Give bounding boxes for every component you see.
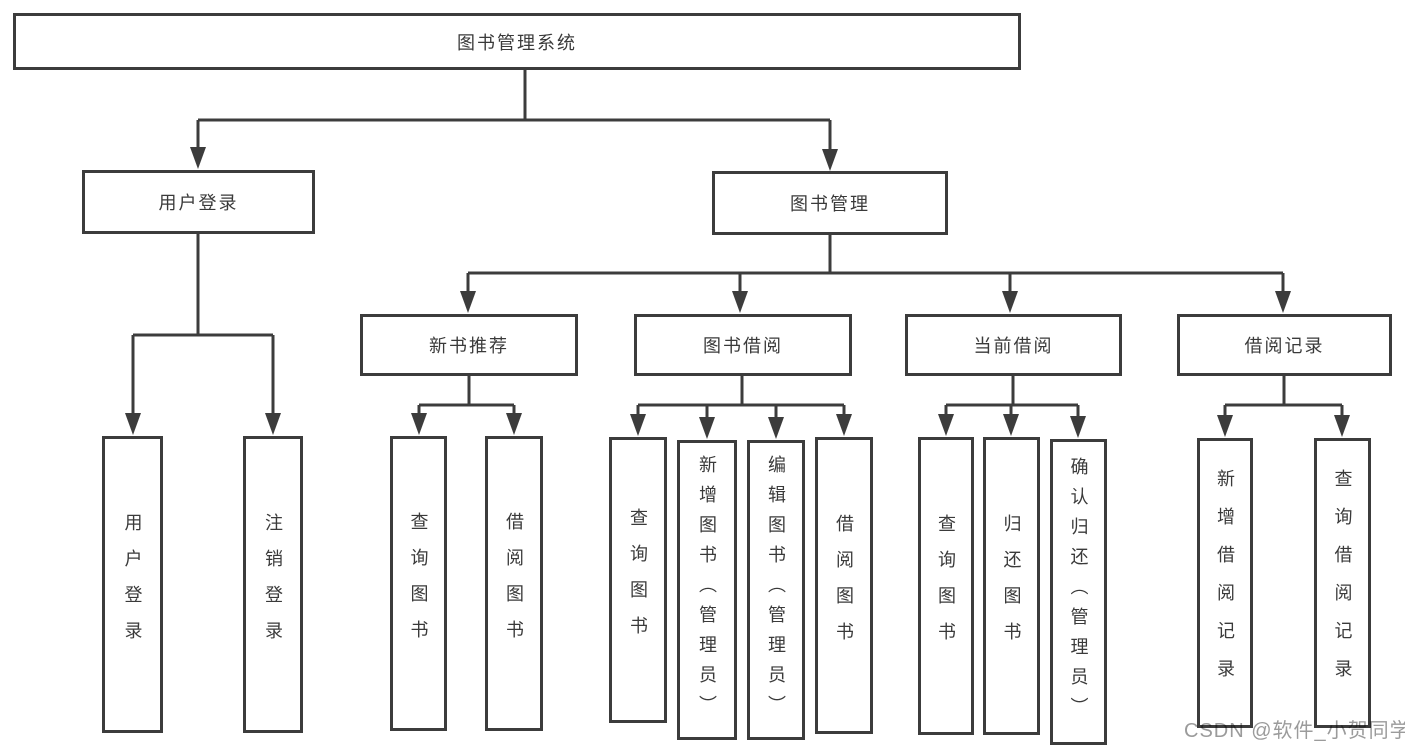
leaf-bb-query-books: 查询图书 bbox=[609, 437, 667, 723]
node-book-management: 图书管理 bbox=[712, 171, 948, 235]
node-current-borrow: 当前借阅 bbox=[905, 314, 1122, 376]
node-current-borrow-label: 当前借阅 bbox=[973, 336, 1054, 356]
leaf-nb-query-books-label: 查询图书 bbox=[408, 511, 429, 656]
node-book-borrow: 图书借阅 bbox=[634, 314, 852, 376]
leaf-bb-edit-books-label: 编辑图书（管理员） bbox=[766, 455, 786, 725]
node-user-login-label: 用户登录 bbox=[158, 193, 239, 213]
node-new-book-recommend: 新书推荐 bbox=[360, 314, 578, 376]
leaf-br-add-record: 新增借阅记录 bbox=[1197, 438, 1253, 728]
leaf-br-query-record: 查询借阅记录 bbox=[1314, 438, 1371, 728]
leaf-cb-confirm-return-label: 确认归还（管理员） bbox=[1068, 457, 1089, 727]
leaf-cb-confirm-return: 确认归还（管理员） bbox=[1050, 439, 1107, 745]
leaf-nb-query-books: 查询图书 bbox=[390, 436, 447, 731]
leaf-bb-borrow-books: 借阅图书 bbox=[815, 437, 873, 734]
node-book-management-label: 图书管理 bbox=[790, 194, 870, 214]
leaf-user-login: 用户登录 bbox=[102, 436, 163, 733]
leaf-logout: 注销登录 bbox=[243, 436, 303, 733]
leaf-bb-edit-books: 编辑图书（管理员） bbox=[747, 440, 805, 740]
arrowheads bbox=[125, 147, 1350, 439]
node-root-label: 图书管理系统 bbox=[457, 32, 577, 53]
leaf-bb-add-books: 新增图书（管理员） bbox=[677, 440, 737, 740]
node-user-login: 用户登录 bbox=[82, 170, 315, 234]
leaf-cb-return-books-label: 归还图书 bbox=[1001, 514, 1022, 658]
leaf-cb-query-books: 查询图书 bbox=[918, 437, 974, 735]
leaf-user-login-label: 用户登录 bbox=[122, 512, 143, 657]
leaf-nb-borrow-books: 借阅图书 bbox=[485, 436, 543, 731]
node-root: 图书管理系统 bbox=[13, 13, 1021, 70]
leaf-nb-borrow-books-label: 借阅图书 bbox=[504, 511, 524, 656]
leaf-br-query-record-label: 查询借阅记录 bbox=[1332, 469, 1353, 697]
watermark-text: CSDN @软件_小贺同学 bbox=[1184, 720, 1405, 742]
node-borrow-records-label: 借阅记录 bbox=[1244, 336, 1325, 356]
leaf-logout-label: 注销登录 bbox=[263, 512, 283, 657]
leaf-bb-query-books-label: 查询图书 bbox=[628, 508, 648, 652]
node-new-book-recommend-label: 新书推荐 bbox=[429, 336, 509, 356]
node-borrow-records: 借阅记录 bbox=[1177, 314, 1392, 376]
node-book-borrow-label: 图书借阅 bbox=[703, 336, 783, 356]
leaf-cb-query-books-label: 查询图书 bbox=[936, 514, 956, 658]
leaf-bb-add-books-label: 新增图书（管理员） bbox=[697, 455, 717, 725]
leaf-cb-return-books: 归还图书 bbox=[983, 437, 1040, 735]
leaf-br-add-record-label: 新增借阅记录 bbox=[1215, 469, 1235, 697]
leaf-bb-borrow-books-label: 借阅图书 bbox=[834, 513, 854, 658]
